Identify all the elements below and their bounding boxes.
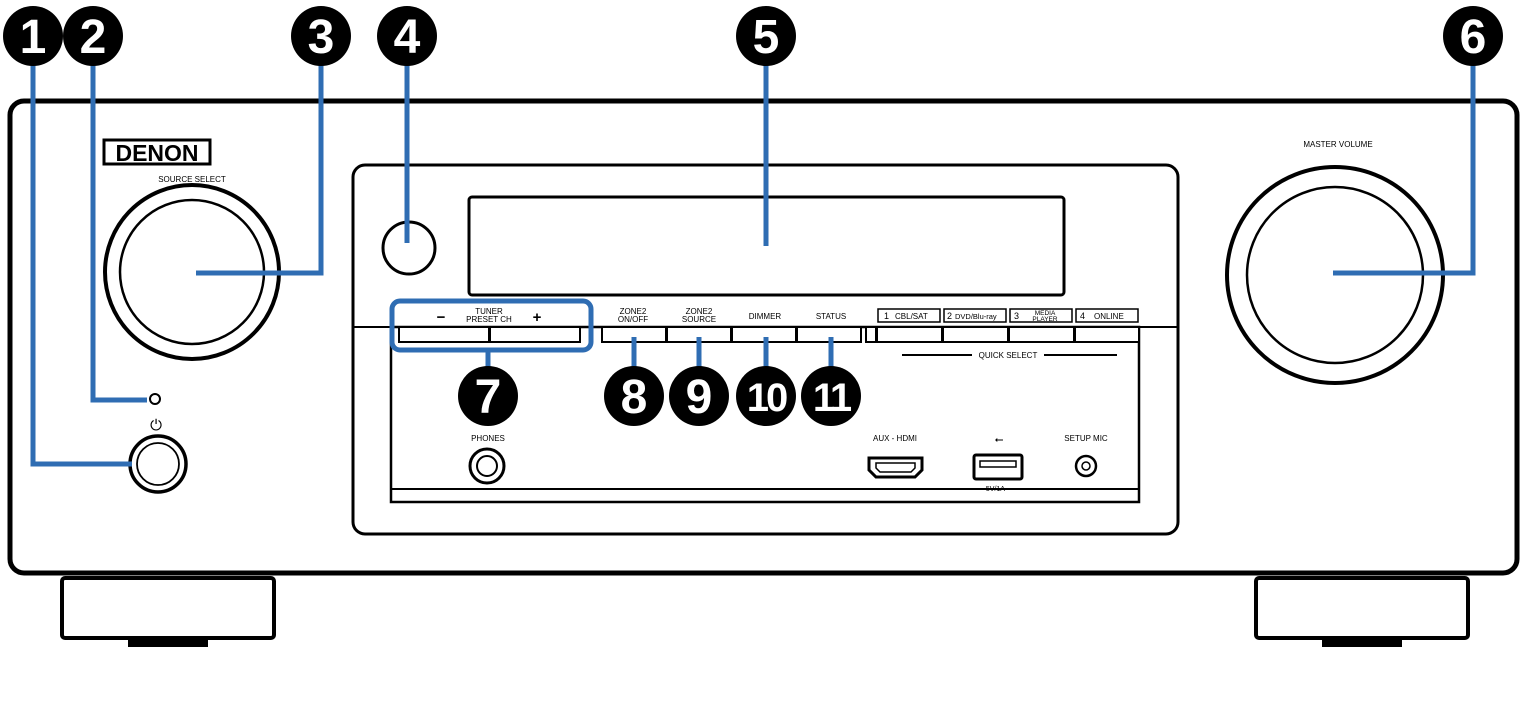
tuner-label-line1: TUNER: [475, 307, 503, 316]
callout-lines: [30, 40, 1476, 467]
quick-select-4-label: ONLINE: [1094, 312, 1124, 321]
zone2-source-label-line2: SOURCE: [682, 315, 716, 324]
quick-select-4-num: 4: [1080, 311, 1085, 321]
quick-select-3-num: 3: [1014, 311, 1019, 321]
tuner-preset-plus-button[interactable]: [489, 326, 581, 343]
usb-rating-label: 5V/1A ⎓: [986, 486, 1013, 493]
quick-select-4-button[interactable]: [1074, 326, 1140, 343]
hdmi-port-inner: [875, 462, 916, 473]
callout-badge-11: [801, 366, 861, 426]
power-button-inner: [136, 442, 180, 486]
callout-number-11: 11: [813, 376, 852, 420]
callout-badge-4: [377, 6, 437, 66]
callout-number-3: 3: [308, 11, 335, 64]
front-buttons: [398, 326, 1140, 343]
callout-number-4: 4: [394, 11, 421, 64]
quick-select-1-label: CBL/SAT: [895, 312, 928, 321]
brand-logo-box: [102, 138, 212, 166]
callout-number-7: 7: [475, 371, 502, 424]
tuner-label-line2: PRESET CH: [466, 315, 512, 324]
setup-mic-label: SETUP MIC: [1064, 434, 1108, 443]
quick-select-3-label-line2: PLAYER: [1032, 316, 1057, 323]
left-foot: [60, 576, 276, 640]
callout-line-6: [1333, 40, 1476, 276]
callout-badge-5: [736, 6, 796, 66]
zone2-onoff-label-line2: ON/OFF: [618, 315, 648, 324]
quick-select-2-num: 2: [947, 311, 952, 321]
zone2-onoff-label-line1: ZONE2: [620, 307, 647, 316]
callout-number-6: 6: [1460, 11, 1487, 64]
usb-port-inner: [979, 460, 1017, 468]
quick-select-1-label-box: [877, 308, 941, 323]
phones-jack-inner: [476, 455, 498, 477]
tuner-plus-label: +: [533, 309, 542, 326]
callout-number-5: 5: [753, 11, 780, 64]
quick-select-3-button[interactable]: [1008, 326, 1075, 343]
right-foot: [1254, 576, 1470, 640]
status-label: STATUS: [816, 312, 846, 321]
callout-badge-7: [458, 366, 518, 426]
aux-hdmi-label: AUX - HDMI: [873, 434, 917, 443]
callout-number-2: 2: [80, 11, 107, 64]
master-volume-label: MASTER VOLUME: [1303, 140, 1372, 149]
callout-number-1: 1: [20, 11, 47, 64]
brand-logo: DENON: [115, 140, 198, 166]
callout-badge-9: [669, 366, 729, 426]
usb-icon: ⭠: [995, 434, 1004, 446]
callout-badge-3: [291, 6, 351, 66]
callout-badge-10: [736, 366, 796, 426]
callout-line-1: [30, 40, 132, 467]
phones-label: PHONES: [471, 434, 505, 443]
callout-number-10: 10: [747, 376, 787, 420]
quick-select-spacer: [865, 326, 877, 343]
callout-bracket-7: [389, 298, 594, 353]
callout-line-2: [90, 40, 147, 403]
callout-number-8: 8: [621, 371, 648, 424]
quick-select-3-label-line1: MEDIA: [1035, 310, 1056, 317]
left-foot-base: [128, 638, 208, 647]
tuner-minus-label: −: [437, 309, 446, 326]
quick-select-1-num: 1: [884, 311, 889, 321]
callout-badge-8: [604, 366, 664, 426]
quick-select-4-label-box: [1075, 308, 1139, 323]
power-symbol-icon: ⏻: [150, 417, 162, 434]
dimmer-label: DIMMER: [749, 312, 782, 321]
callout-badge-2: [63, 6, 123, 66]
power-indicator: [149, 393, 161, 405]
callout-line-3: [196, 40, 324, 276]
zone2-source-label-line1: ZONE2: [686, 307, 713, 316]
callout-badge-1: [3, 6, 63, 66]
quick-select-label: QUICK SELECT: [979, 351, 1038, 360]
callout-badges: [3, 6, 1503, 426]
quick-select-2-button[interactable]: [942, 326, 1009, 343]
source-select-label: SOURCE SELECT: [158, 175, 226, 184]
right-foot-base: [1322, 638, 1402, 647]
callout-number-9: 9: [686, 371, 713, 424]
quick-select-3-label-box: [1009, 308, 1073, 323]
quick-select-1-button[interactable]: [876, 326, 943, 343]
quick-select-2-label: DVD/Blu-ray: [955, 312, 997, 321]
tuner-preset-minus-button[interactable]: [398, 326, 490, 343]
setup-mic-jack-inner: [1081, 461, 1091, 471]
callout-badge-6: [1443, 6, 1503, 66]
quick-select-2-label-box: [943, 308, 1007, 323]
